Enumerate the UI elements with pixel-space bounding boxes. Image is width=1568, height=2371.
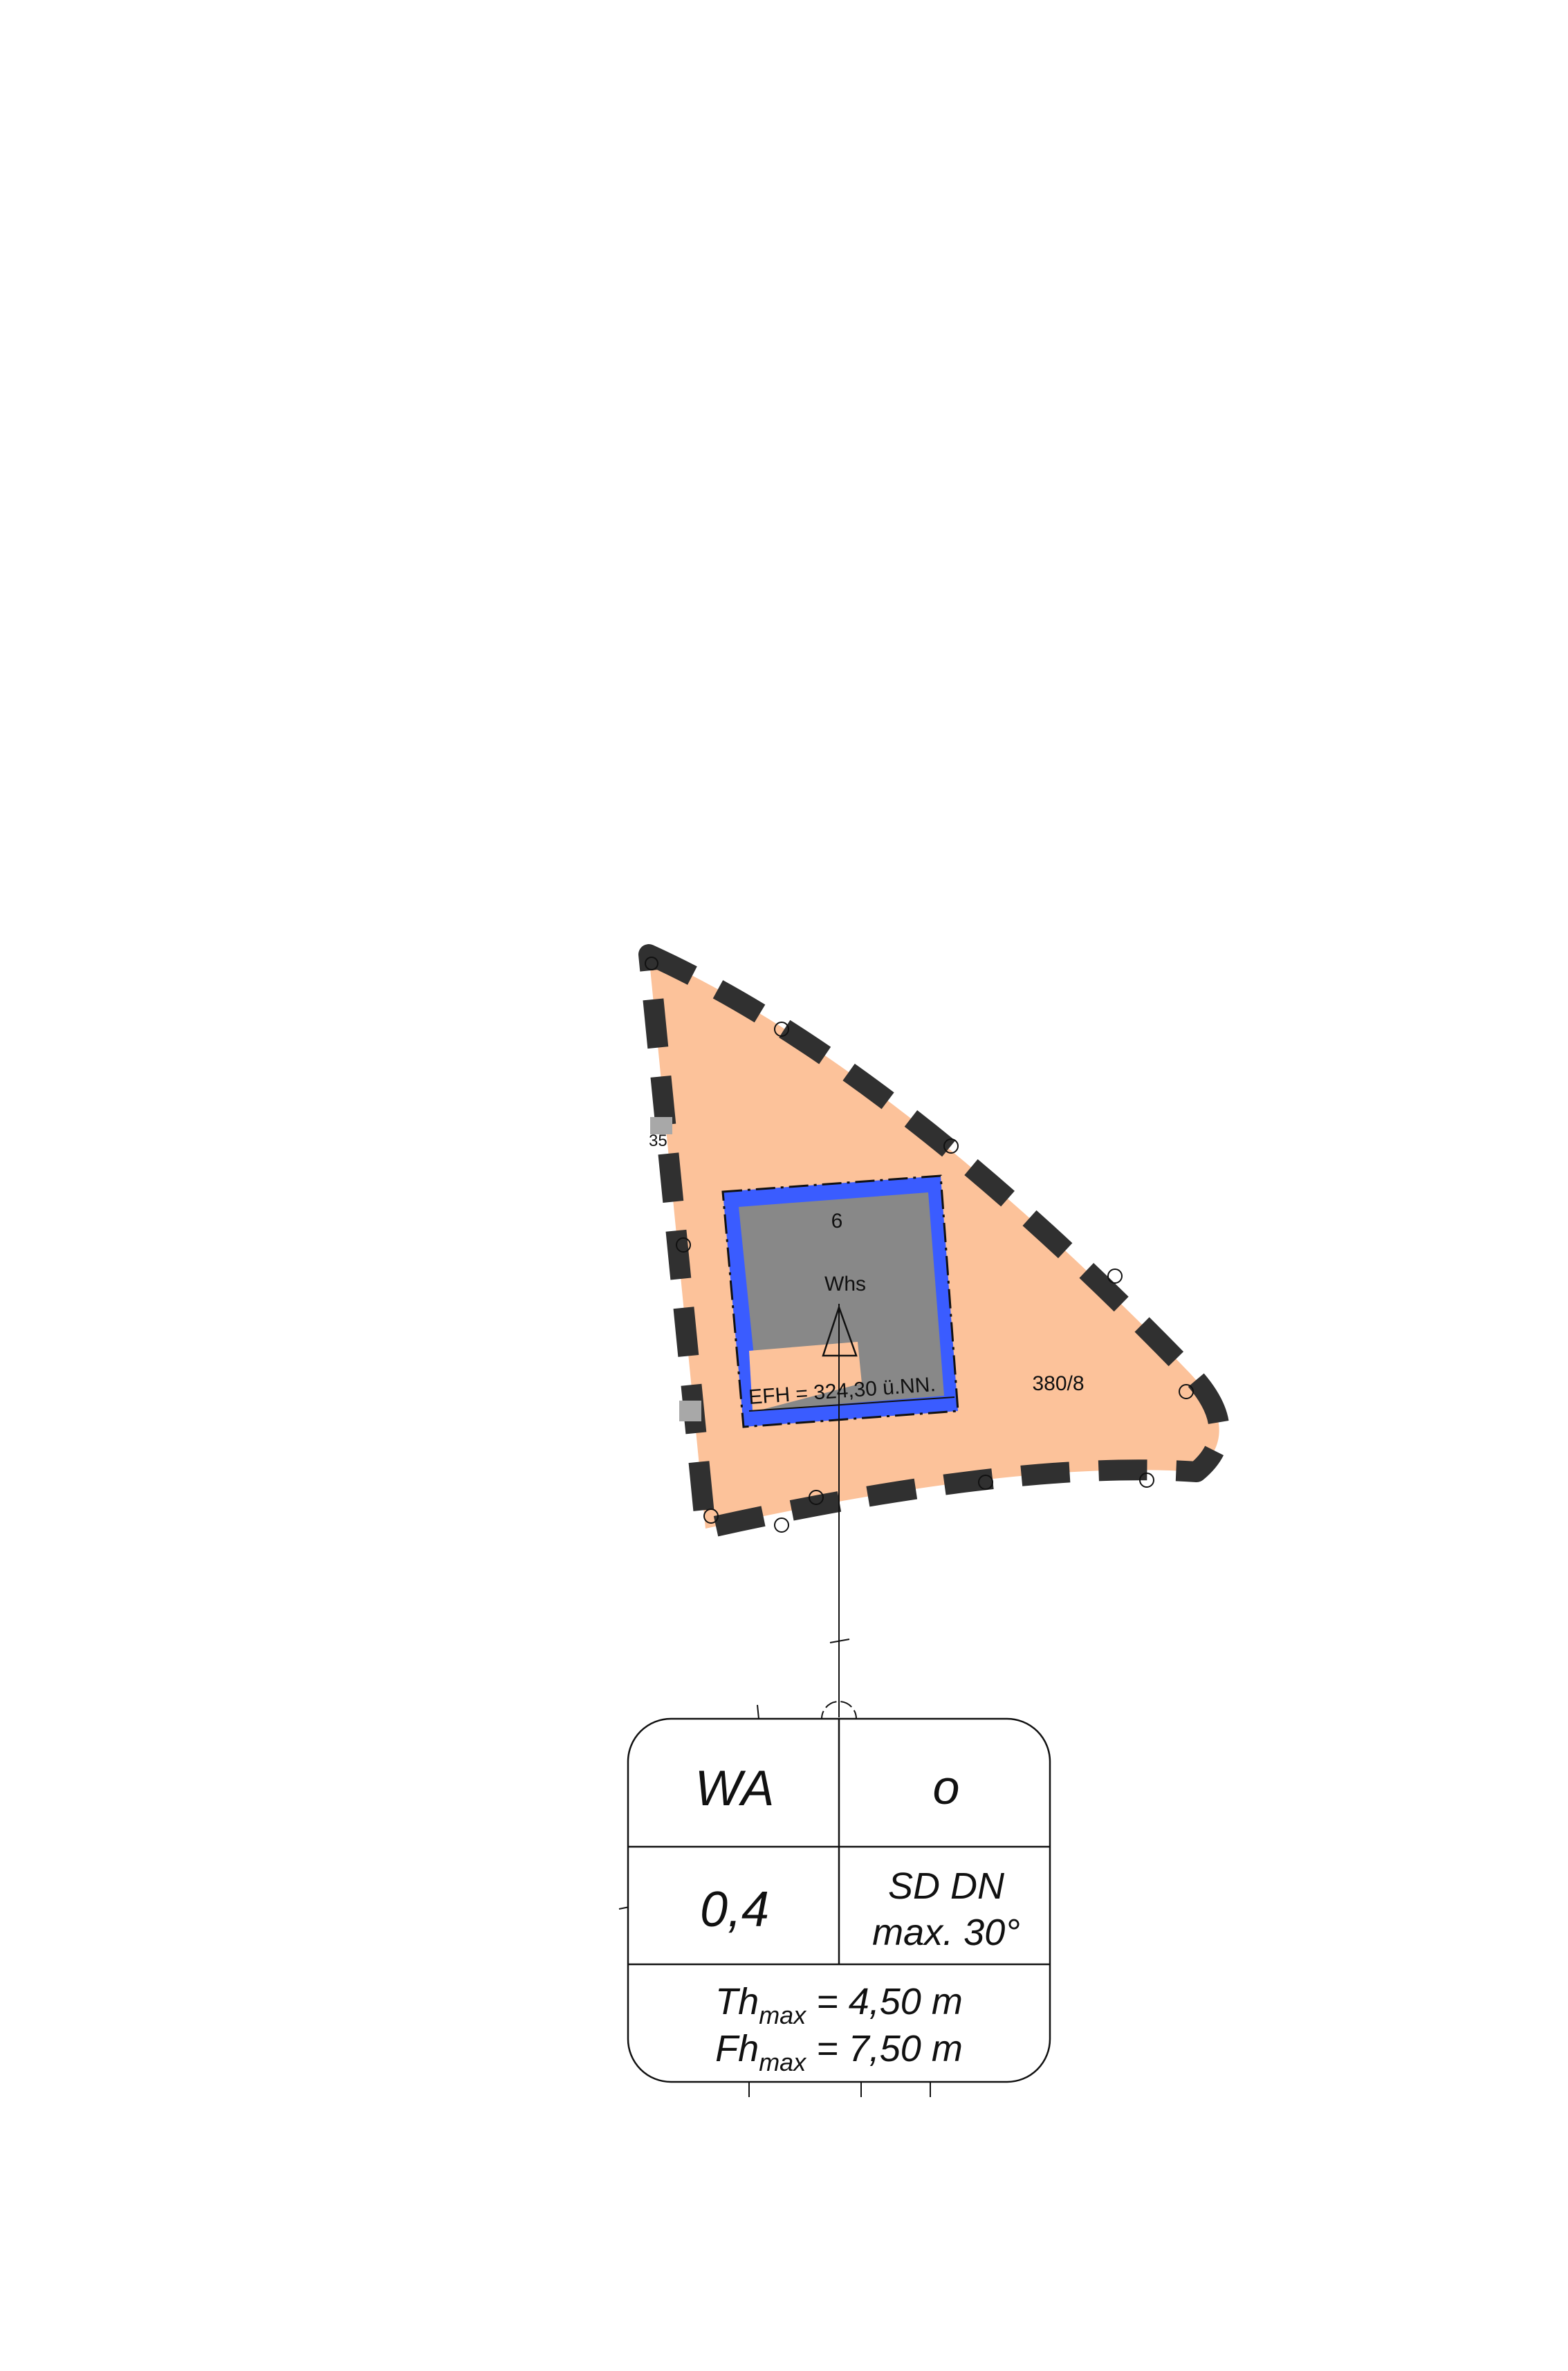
boundary-point [774,1517,789,1533]
parcel-number: 380/8 [1032,1372,1084,1395]
roof-type-label: SD DN [888,1865,1005,1907]
boundary-marker [679,1401,701,1421]
direction-triangle [822,1304,858,1357]
floor-height-underline [748,1396,955,1412]
boundary-point [809,1490,824,1505]
roof-angle-label: max. 30° [872,1912,1020,1953]
building-number: 6 [831,1210,843,1233]
legend-table: WA o 0,4 SD DN max. 30° Thmax = 4,50 m F… [627,1717,1051,2083]
construction-type-label: o [933,1760,960,1814]
boundary-point [1179,1384,1194,1399]
edge-fragment-label: 35 [649,1132,667,1150]
plot-boundary [638,944,1230,1539]
building-notch [749,1342,862,1410]
boundary-marker [650,1117,672,1134]
boundary-point [1139,1473,1154,1488]
boundary-point [645,957,658,970]
boundary-point [943,1138,959,1154]
eaves-height-label: Thmax = 4,50 m [715,1981,963,2029]
building-limit [721,1174,959,1428]
boundary-points [645,957,1194,1533]
grz-label: 0,4 [700,1882,769,1937]
ridge-height-label: Fhmax = 7,50 m [715,2028,963,2076]
boundary-point [676,1237,691,1253]
boundary-point [774,1022,789,1037]
zone-label: WA [695,1761,775,1816]
building-use-label: Whs [824,1273,866,1295]
boundary-point [978,1475,993,1490]
boundary-point [1107,1268,1123,1284]
boundary-point [703,1509,719,1524]
